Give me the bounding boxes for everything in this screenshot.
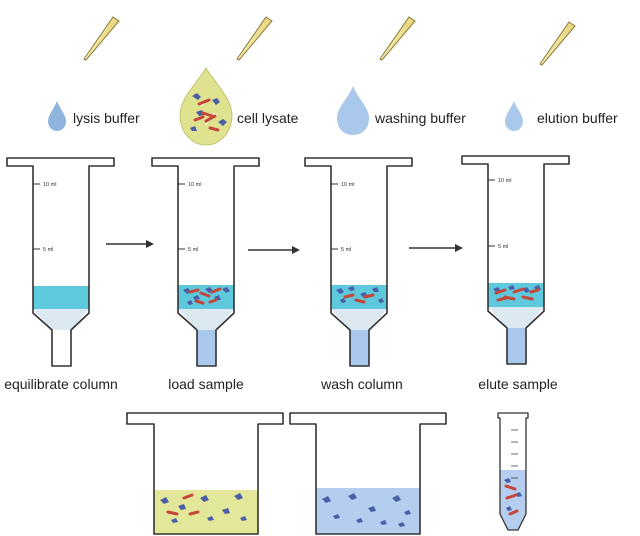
pipette-tip-2 <box>236 16 273 61</box>
wash-container <box>289 412 447 535</box>
mark-10ml: 10 ml <box>498 178 511 184</box>
column-load: 10 ml 5 ml <box>151 157 260 367</box>
mark-5ml: 5 ml <box>43 247 53 253</box>
mark-10ml: 10 ml <box>43 182 56 188</box>
mark-5ml: 5 ml <box>498 244 508 250</box>
lysate-proteins <box>190 93 227 132</box>
reagent-label-washing-buffer: washing buffer <box>374 110 466 126</box>
arrow-step-3 <box>409 244 463 252</box>
reagent-label-cell-lysate: cell lysate <box>237 110 299 126</box>
flowthrough-container <box>126 412 284 535</box>
pipette-tip-3 <box>379 16 416 61</box>
arrow-step-1 <box>106 240 154 248</box>
elution-buffer-drop <box>505 101 523 131</box>
step-label-wash: wash column <box>320 376 403 392</box>
mark-10ml: 10 ml <box>341 182 354 188</box>
column-elute: 10 ml 5 ml <box>461 155 570 365</box>
step-label-equilibrate: equilibrate column <box>4 376 118 392</box>
pipette-tip-4 <box>539 21 576 66</box>
mark-5ml: 5 ml <box>341 247 351 253</box>
washing-buffer-drop <box>337 86 369 135</box>
mark-10ml: 10 ml <box>188 182 201 188</box>
reagent-label-elution-buffer: elution buffer <box>537 110 618 126</box>
elution-tube <box>497 412 529 531</box>
column-wash: 10 ml 5 ml <box>304 157 413 367</box>
mark-5ml: 5 ml <box>188 247 198 253</box>
reagent-label-lysis-buffer: lysis buffer <box>73 110 140 126</box>
step-label-elute: elute sample <box>478 376 558 392</box>
column-equilibrate: 10 ml 5 ml <box>6 157 115 367</box>
arrow-step-2 <box>248 246 300 254</box>
pipette-tip-1 <box>83 16 120 61</box>
step-label-load: load sample <box>168 376 244 392</box>
lysis-buffer-drop <box>48 101 66 131</box>
cell-lysate-drop <box>179 67 233 146</box>
